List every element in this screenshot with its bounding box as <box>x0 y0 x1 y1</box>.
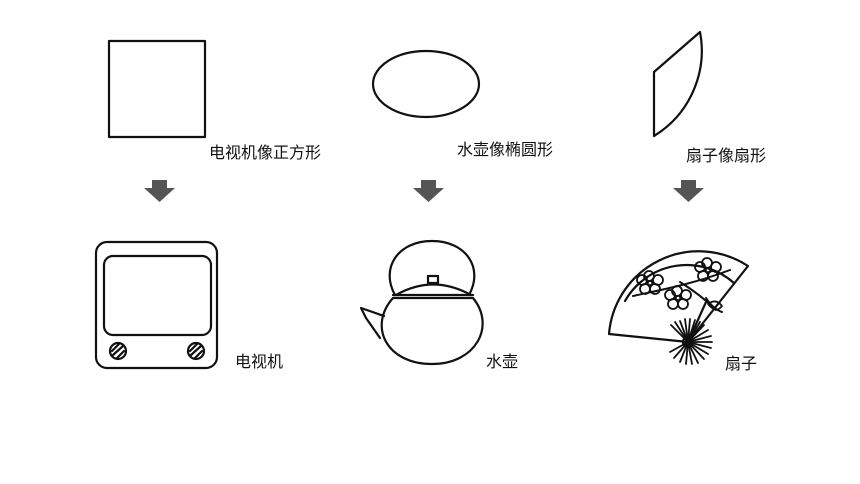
kettle-caption: 水壶 <box>486 352 519 371</box>
ellipse-caption: 水壶像椭圆形 <box>457 140 554 159</box>
plum-bud <box>707 300 723 311</box>
tv-knob-left <box>108 341 128 361</box>
fan-caption: 扇子 <box>725 354 758 373</box>
kettle-body <box>380 296 484 366</box>
tv-caption: 电视机 <box>235 352 284 371</box>
square-shape <box>107 39 207 139</box>
sector-caption: 扇子像扇形 <box>686 146 767 165</box>
plum-flower-3 <box>694 257 722 282</box>
kettle-drawing <box>359 239 484 366</box>
kettle-spout <box>359 306 386 340</box>
down-arrow-icon <box>144 180 175 202</box>
down-arrow-icon <box>413 180 444 202</box>
kettle-handle <box>388 239 476 297</box>
plum-flower-2 <box>664 285 692 310</box>
kettle-knob <box>426 274 440 285</box>
tv-knob-right <box>186 341 206 361</box>
down-arrow-icon <box>673 180 704 202</box>
kettle-lid <box>394 283 473 297</box>
tv-drawing <box>94 240 219 370</box>
ellipse-shape <box>371 49 481 119</box>
fan-drawing <box>607 250 750 365</box>
sector-shape <box>652 30 703 138</box>
plum-flower-1 <box>636 270 664 295</box>
square-caption: 电视机像正方形 <box>209 143 322 162</box>
fan-ribs <box>669 318 713 365</box>
